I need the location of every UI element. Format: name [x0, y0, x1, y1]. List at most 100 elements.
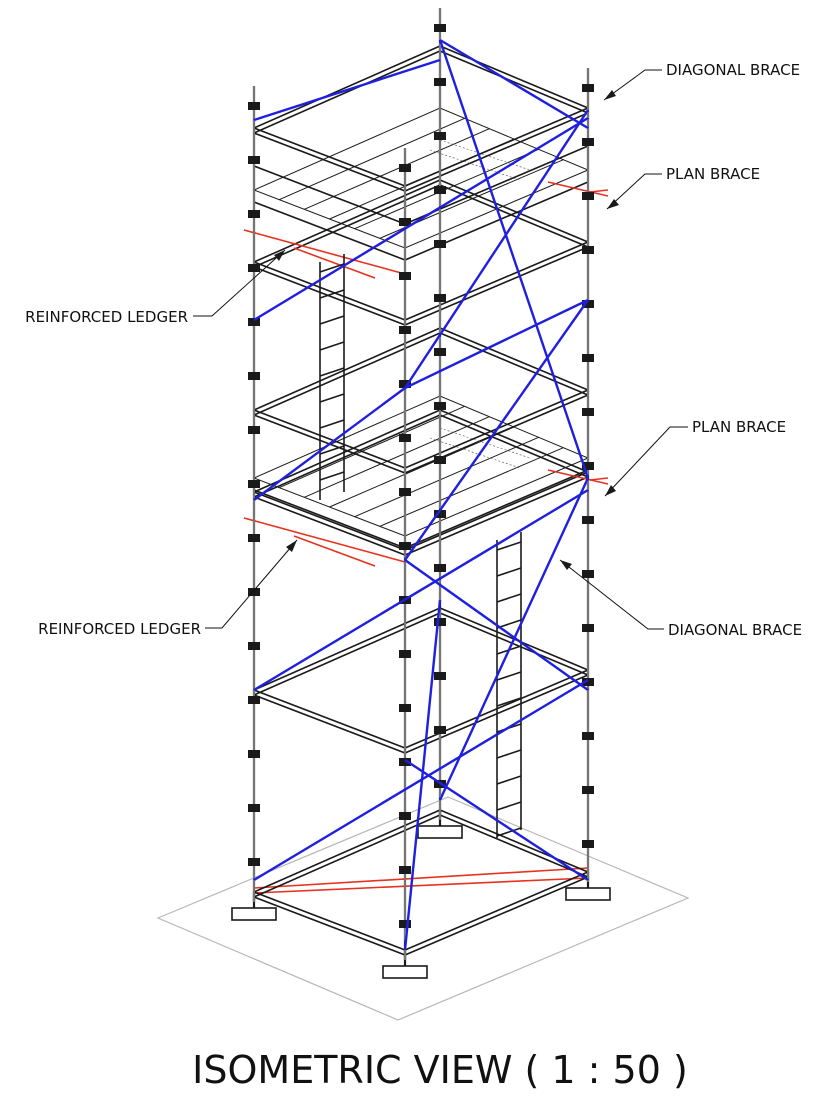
ledger	[253, 896, 406, 956]
rosette-node	[434, 456, 446, 464]
ladder-lower-rung	[496, 749, 522, 759]
ladder-lower-rung	[496, 775, 522, 785]
diagonal-brace	[438, 39, 590, 479]
ladder-upper-rung	[319, 393, 345, 403]
reinforced-ledger	[243, 517, 406, 563]
rosette-node	[248, 534, 260, 542]
ledger	[439, 814, 589, 878]
ledger	[439, 327, 589, 391]
deck-board	[329, 426, 515, 508]
rosette-node	[434, 240, 446, 248]
rosette-node	[399, 380, 411, 388]
base-plan-brace	[253, 877, 589, 894]
diagonal-brace	[404, 298, 589, 390]
rosette-node	[582, 84, 594, 92]
ledger	[404, 112, 589, 192]
leader-diagonal-brace-mid	[559, 559, 664, 630]
ladder-upper-rung	[319, 263, 345, 273]
base-plate	[382, 965, 428, 979]
rosette-node	[248, 750, 260, 758]
scaffold-structure	[231, 8, 611, 979]
rosette-node	[399, 704, 411, 712]
ledger	[439, 409, 589, 473]
ledger	[404, 871, 589, 951]
arrow-plan-brace-mid	[605, 485, 616, 496]
rosette-node	[582, 462, 594, 470]
rosette-node	[582, 732, 594, 740]
leader-plan-brace-top	[606, 173, 662, 210]
diagonal-brace	[439, 38, 589, 130]
diagonal-brace	[404, 559, 589, 691]
ledger	[253, 491, 406, 551]
rosette-node	[248, 102, 260, 110]
toe-board	[253, 489, 406, 549]
ledger	[439, 332, 589, 396]
ledger	[439, 45, 589, 109]
rosette-node	[582, 786, 594, 794]
ladder-lower-rung	[496, 567, 522, 577]
ledger	[253, 891, 406, 951]
deck-board	[304, 128, 490, 210]
ledger	[404, 876, 589, 956]
diagonal-brace	[438, 477, 590, 801]
ledger	[253, 689, 406, 749]
ladder-lower-rung	[496, 697, 522, 707]
rosette-node	[399, 920, 411, 928]
reinforced-ledger	[293, 535, 376, 567]
ladder-lower-rung	[496, 593, 522, 603]
rosette-node	[582, 624, 594, 632]
ladder-lower-rung	[496, 671, 522, 681]
ledger	[253, 45, 441, 129]
leader-lines	[193, 69, 688, 630]
rosette-node	[434, 186, 446, 194]
rosette-node	[248, 804, 260, 812]
arrow-reinforced-ledger-top	[274, 250, 285, 261]
ledger	[404, 471, 589, 551]
rosette-node	[582, 516, 594, 524]
reinforced-ledger	[243, 229, 406, 275]
rosette-node	[582, 408, 594, 416]
diagonal-brace	[404, 299, 589, 561]
ledger	[404, 241, 589, 321]
ledger	[253, 261, 406, 321]
deck-board	[278, 117, 465, 201]
plan-brace	[547, 469, 609, 485]
rosette-node	[399, 488, 411, 496]
label-reinforced-ledger-mid: REINFORCED LEDGER	[38, 620, 201, 638]
label-reinforced-ledger-top: REINFORCED LEDGER	[25, 308, 188, 326]
ledger	[253, 612, 441, 696]
ladder-upper-rung	[319, 367, 345, 377]
ladder-lower-rung	[496, 541, 522, 551]
base-plan-brace	[253, 867, 589, 889]
leader-reinforced-ledger-mid	[205, 539, 298, 629]
deck-board	[379, 447, 564, 527]
toe-board	[253, 201, 406, 261]
ledger	[439, 184, 589, 248]
drawing-title: ISOMETRIC VIEW ( 1 : 50 )	[192, 1048, 688, 1092]
ladder-lower-rung	[496, 827, 522, 837]
toe-board	[404, 469, 589, 549]
rosette-node	[434, 564, 446, 572]
rosette-node	[248, 264, 260, 272]
rosette-node	[582, 300, 594, 308]
rosette-node	[434, 672, 446, 680]
ground-plane	[156, 796, 690, 1021]
ledger	[439, 50, 589, 114]
rosette-node	[399, 542, 411, 550]
plan-brace	[547, 181, 609, 197]
ladder-upper-rung	[319, 341, 345, 351]
rosette-node	[582, 840, 594, 848]
label-diagonal-brace-mid: DIAGONAL BRACE	[668, 621, 802, 639]
ledger	[253, 332, 441, 416]
ledger	[253, 50, 441, 134]
base-plate	[231, 907, 277, 921]
ledger	[439, 612, 589, 676]
rosette-node	[582, 246, 594, 254]
label-diagonal-brace-top: DIAGONAL BRACE	[666, 61, 800, 79]
rosette-node	[399, 866, 411, 874]
ledger	[439, 414, 589, 478]
rosette-node	[399, 812, 411, 820]
deck-board	[278, 405, 465, 489]
rosette-node	[399, 758, 411, 766]
